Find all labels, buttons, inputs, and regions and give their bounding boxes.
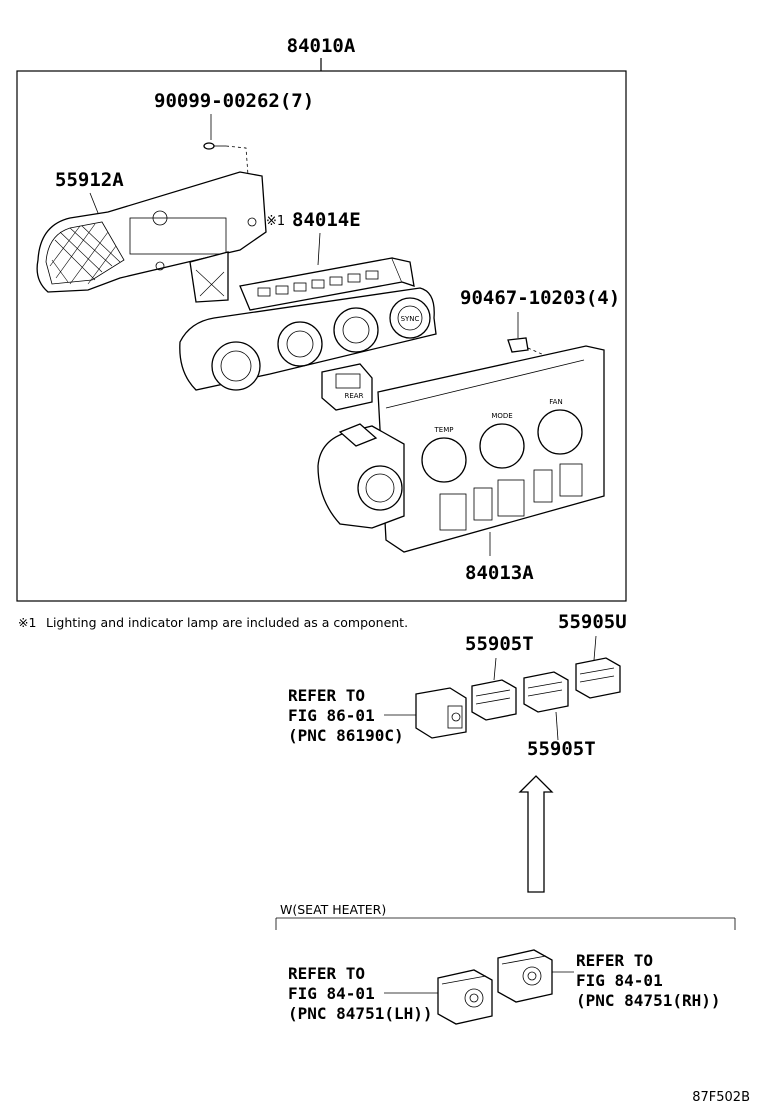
switch-t-upper-icon — [471, 679, 517, 721]
assembly-part-number: 84010A — [287, 35, 356, 57]
seat-heater-switch-lh-icon — [437, 969, 493, 1025]
clip-callout: 90467-10203(4) — [460, 287, 620, 309]
display-mark: ※1 — [266, 214, 285, 229]
knob-center-left-icon — [277, 321, 323, 367]
switch-center-icon — [415, 687, 467, 739]
bezel-callout: 55912A — [55, 169, 124, 191]
control-unit-callout: 84013A — [465, 562, 534, 584]
display-callout: 84014E — [292, 209, 361, 231]
seat-heater-bracket — [275, 917, 736, 930]
switch-u-icon — [575, 657, 621, 699]
temp-knob-icon — [421, 437, 467, 483]
temp-label: TEMP — [434, 426, 454, 434]
mode-knob-icon — [479, 423, 525, 469]
screw-callout: 90099-00262(7) — [154, 90, 314, 112]
seat-heater-title: W(SEAT HEATER) — [280, 902, 386, 917]
up-arrow-icon — [518, 775, 554, 893]
refer-rh-line2: FIG 84-01 — [576, 971, 663, 990]
mode-label: MODE — [491, 412, 512, 420]
rear-switch: REAR — [321, 363, 373, 411]
refer-center-line1: REFER TO — [288, 686, 365, 705]
switch-t-upper-callout: 55905T — [465, 633, 534, 655]
control-unit: TEMP MODE FAN — [317, 345, 605, 553]
refer-lh-line1: REFER TO — [288, 964, 365, 983]
refer-lh-line3: (PNC 84751(LH)) — [288, 1004, 433, 1023]
knob-center-right-icon — [333, 307, 379, 353]
footnote-text: Lighting and indicator lamp are included… — [46, 615, 408, 630]
fan-label: FAN — [549, 398, 562, 406]
large-knob-icon — [357, 465, 403, 511]
knob-left-icon — [211, 341, 261, 391]
sync-label: SYNC — [401, 315, 420, 323]
sync-knob-icon — [389, 297, 431, 339]
control-faceplate: SYNC — [179, 287, 437, 391]
clip-icon — [507, 312, 561, 363]
bezel-panel — [36, 171, 267, 303]
seat-heater-switch-rh-icon — [497, 949, 553, 1003]
switch-t-lower-icon — [523, 671, 569, 713]
refer-center-line3: (PNC 86190C) — [288, 726, 404, 745]
fan-knob-icon — [537, 409, 583, 455]
refer-rh-line3: (PNC 84751(RH)) — [576, 991, 721, 1010]
display-unit — [239, 257, 415, 311]
refer-center-line2: FIG 86-01 — [288, 706, 375, 725]
assembly-frame — [16, 58, 627, 602]
footnote-mark: ※1 — [18, 615, 36, 630]
screw-icon — [203, 114, 249, 176]
rear-label: REAR — [345, 392, 364, 400]
refer-rh-line1: REFER TO — [576, 951, 653, 970]
refer-lh-line2: FIG 84-01 — [288, 984, 375, 1003]
figure-code: 87F502B — [692, 1090, 750, 1105]
switch-u-callout: 55905U — [558, 611, 627, 633]
switch-t-lower-callout: 55905T — [527, 738, 596, 760]
